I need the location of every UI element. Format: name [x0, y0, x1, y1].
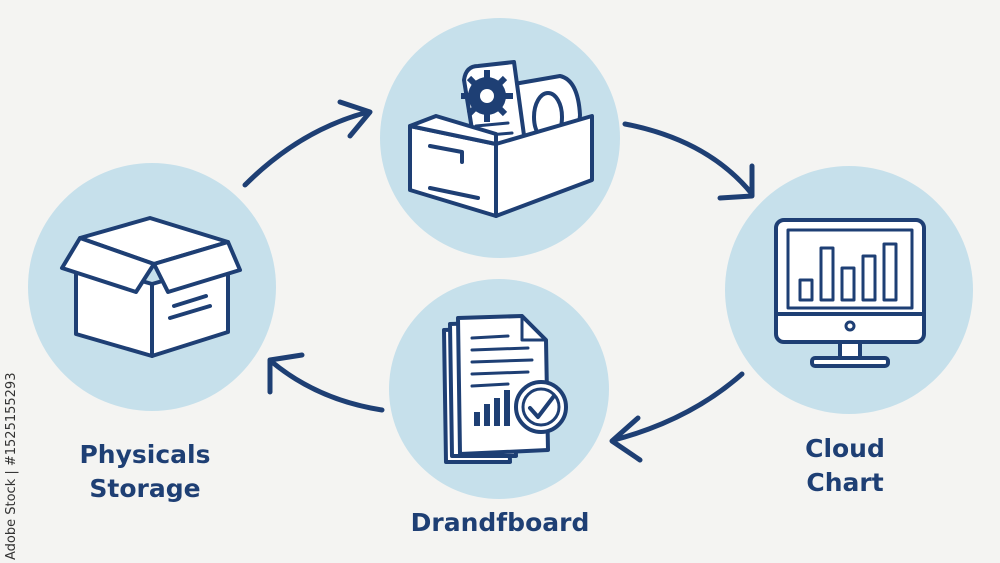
cloud-label-line-1: Cloud: [805, 434, 885, 463]
storage-node-label: Physicals Storage: [50, 438, 240, 506]
report-checkmark-icon: [442, 314, 568, 464]
storage-label-line-2: Storage: [89, 474, 201, 503]
monitor-bar-chart-icon: [774, 218, 926, 368]
document-feeder-gear-icon: [408, 60, 594, 218]
cloud-node-label: Cloud Chart: [760, 432, 930, 500]
dashboard-node-label: Drandfboard: [380, 506, 620, 540]
stock-id-watermark: Adobe Stock | #1525155293: [4, 372, 19, 560]
open-box-icon: [60, 216, 242, 358]
flow-arrow-cloud-to-dashboard: [609, 371, 745, 463]
flow-arrow-dashboard-to-storage: [267, 352, 385, 413]
dashboard-label-line-1: Drandfboard: [410, 508, 590, 537]
gear-icon: [461, 70, 513, 122]
flow-arrow-storage-to-processing: [242, 99, 373, 188]
flow-arrow-processing-to-cloud: [622, 121, 755, 201]
storage-label-line-1: Physicals: [79, 440, 211, 469]
cloud-label-line-2: Chart: [806, 468, 884, 497]
